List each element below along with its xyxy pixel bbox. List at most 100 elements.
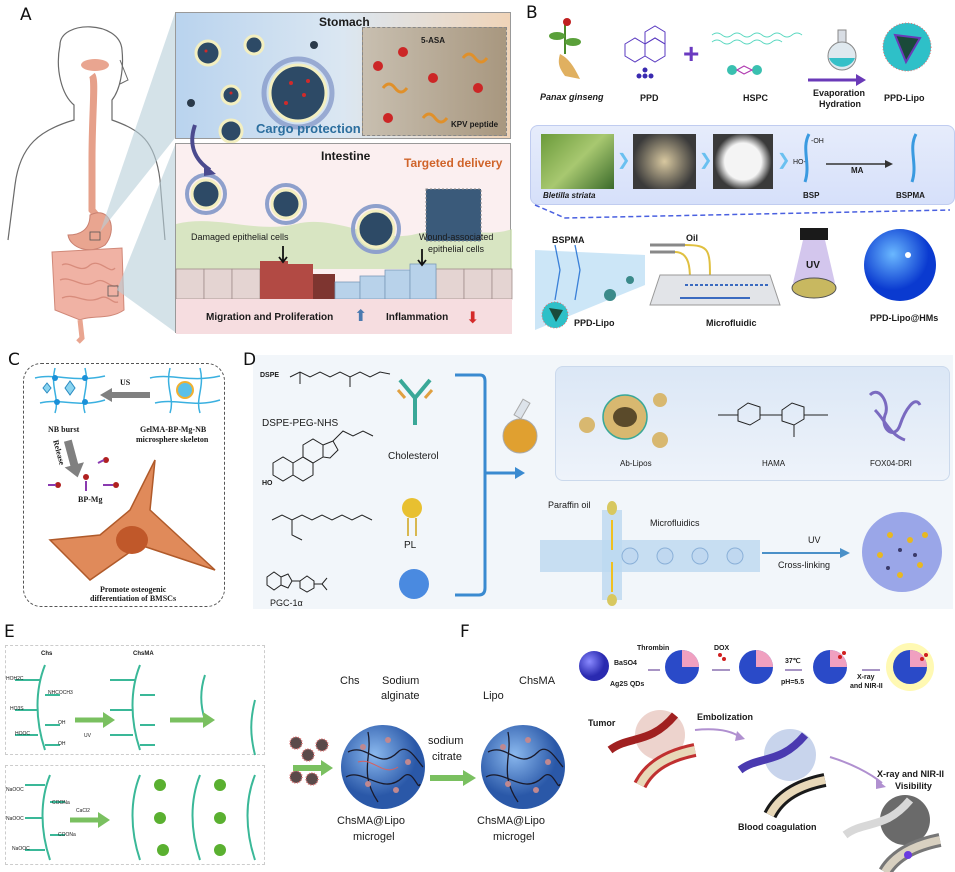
kpv-peptide-label: KPV peptide <box>451 120 499 129</box>
stomach-to-intestine-arrow <box>190 124 216 176</box>
ma-label: MA <box>851 166 864 175</box>
alginate-crosslink-structures <box>25 774 256 861</box>
temperature-label: 37℃ <box>785 658 801 665</box>
bletilla-label: Bletilla striata <box>543 191 596 200</box>
dox-label: DOX <box>714 645 730 652</box>
panel-label-e: E <box>4 622 15 642</box>
ppd-lipo-label: PPD-Lipo <box>884 93 925 103</box>
evaporation-arrow <box>808 74 866 86</box>
dashed-connector <box>534 204 951 219</box>
pgc-sphere-icon <box>399 569 429 599</box>
pl-lipid-icon <box>402 498 422 536</box>
group-label: HOOC <box>15 731 30 737</box>
skeleton-label-2: microsphere skeleton <box>136 435 209 444</box>
us-arrow <box>100 388 150 402</box>
chsma-synthesis-box <box>5 645 265 755</box>
bspma-bottom-label: BSPMA <box>552 235 585 245</box>
fox04-protein-icon <box>868 391 922 442</box>
dspe-peg-nhs-label: DSPE-PEG-NHS <box>262 418 339 429</box>
sodium-label: Sodium <box>382 675 420 687</box>
evaporation-label: Evaporation <box>813 88 866 98</box>
tumor-vessel-illustration <box>607 710 697 789</box>
chsma-lipo-microgel-2 <box>481 725 565 809</box>
uv-d-label: UV <box>808 535 821 545</box>
stomach-title: Stomach <box>319 15 370 29</box>
lipo-gel-label: Lipo <box>483 690 504 702</box>
ppd-structure <box>624 25 666 79</box>
ppd-lipo-hms-label: PPD-Lipo@HMs <box>870 313 939 323</box>
drug-molecules <box>373 47 489 124</box>
xray-visibility-label-2: Visibility <box>895 781 932 791</box>
paraffin-oil-label: Paraffin oil <box>548 500 591 510</box>
cargo-protection-label: Cargo protection <box>256 121 361 136</box>
visible-vessel-illustration <box>842 795 942 872</box>
cholesterol-label: Cholesterol <box>388 451 439 462</box>
intestine-box: Intestine Targeted delivery Damaged epit… <box>175 143 513 334</box>
chevron-right-icon: ❯ <box>777 152 791 169</box>
xray-visibility-label-1: X-ray and NIR-II <box>877 769 945 779</box>
group-label: NHCOCH3 <box>48 690 73 696</box>
microgel-name-2: ChsMA@Lipo <box>477 815 546 827</box>
embolized-vessel-illustration <box>737 729 827 819</box>
down-arrow-icon: ⬇ <box>466 310 480 327</box>
microgel-name-1: ChsMA@Lipo <box>337 815 406 827</box>
antibody-icon <box>396 378 434 425</box>
ab-lipos-icon <box>579 393 668 448</box>
group-label: OH <box>58 720 66 726</box>
thrombin-label: Thrombin <box>637 645 670 652</box>
bletilla-process-box: ❯ ❯ ❯ -OH HO- MA Bletilla striata BSP BS… <box>530 125 955 205</box>
uv-label: UV <box>806 260 820 271</box>
pgc-label: PGC-1α <box>270 598 303 608</box>
crosslinked-microgel-icon <box>862 512 942 592</box>
hspc-structure <box>711 32 803 75</box>
baso4-label: BaSO4 <box>614 660 637 667</box>
bmsc-cell-illustration <box>48 459 216 581</box>
group-label: HO3S <box>10 706 24 712</box>
microgel-type-1: microgel <box>353 831 395 843</box>
group-label: OH <box>58 741 66 747</box>
round-flask-icon <box>502 398 538 454</box>
panel-label-f: F <box>460 622 470 642</box>
damaged-cells-label: Damaged epithelial cells <box>191 232 289 242</box>
ppd-lipo-bottom-label: PPD-Lipo <box>574 318 615 328</box>
panel-label-d: D <box>243 350 257 370</box>
chsma-label: ChsMA <box>133 651 154 657</box>
alginate-label: alginate <box>381 690 420 702</box>
chsma-gel-label: ChsMA <box>519 675 556 687</box>
fox04-dri-label: FOX04-DRI <box>870 459 912 468</box>
powder-photo <box>713 134 773 189</box>
panel-label-a: A <box>20 5 32 25</box>
skeleton-label-1: GelMA-BP-Mg-NB <box>140 425 207 434</box>
bsp-label: BSP <box>803 191 820 200</box>
hama-label: HAMA <box>762 459 786 468</box>
crosslinking-label: Cross-linking <box>778 560 831 570</box>
nb-burst-label: NB burst <box>48 425 80 434</box>
zoom-wedge <box>100 13 175 332</box>
us-label: US <box>120 378 131 387</box>
dspe-label: DSPE <box>260 372 280 379</box>
release-arrow <box>63 439 84 478</box>
blood-coagulation-label: Blood coagulation <box>738 822 817 832</box>
asa-label: 5-ASA <box>421 36 446 45</box>
merge-bracket-arrow <box>455 373 525 597</box>
cacl2-label: CaCl2 <box>76 808 90 814</box>
ho-label: HO <box>262 480 273 487</box>
ag2s-label: Ag2S QDs <box>610 681 645 688</box>
flask-icon <box>827 29 857 71</box>
uv-crosslink-arrow <box>762 548 850 558</box>
gelma-skeleton-network <box>149 367 221 414</box>
microfluidic-channel <box>540 501 760 606</box>
rhizome-photo <box>633 134 696 189</box>
liposome-cluster <box>187 34 335 144</box>
chs-label: Chs <box>41 651 53 657</box>
hydration-label: Hydration <box>819 99 862 109</box>
sodium-citrate-label-1: sodium <box>428 735 464 747</box>
hspc-label: HSPC <box>743 93 769 103</box>
microfluidic-label: Microfluidic <box>706 318 757 328</box>
promote-label-1: Promote osteogenic <box>100 585 167 594</box>
ab-lipos-label: Ab-Lipos <box>620 459 652 468</box>
green-arrow <box>293 760 333 776</box>
chevron-right-icon: ❯ <box>699 152 713 169</box>
chs-backbone-structures <box>15 664 256 756</box>
alginate-box <box>5 765 265 865</box>
